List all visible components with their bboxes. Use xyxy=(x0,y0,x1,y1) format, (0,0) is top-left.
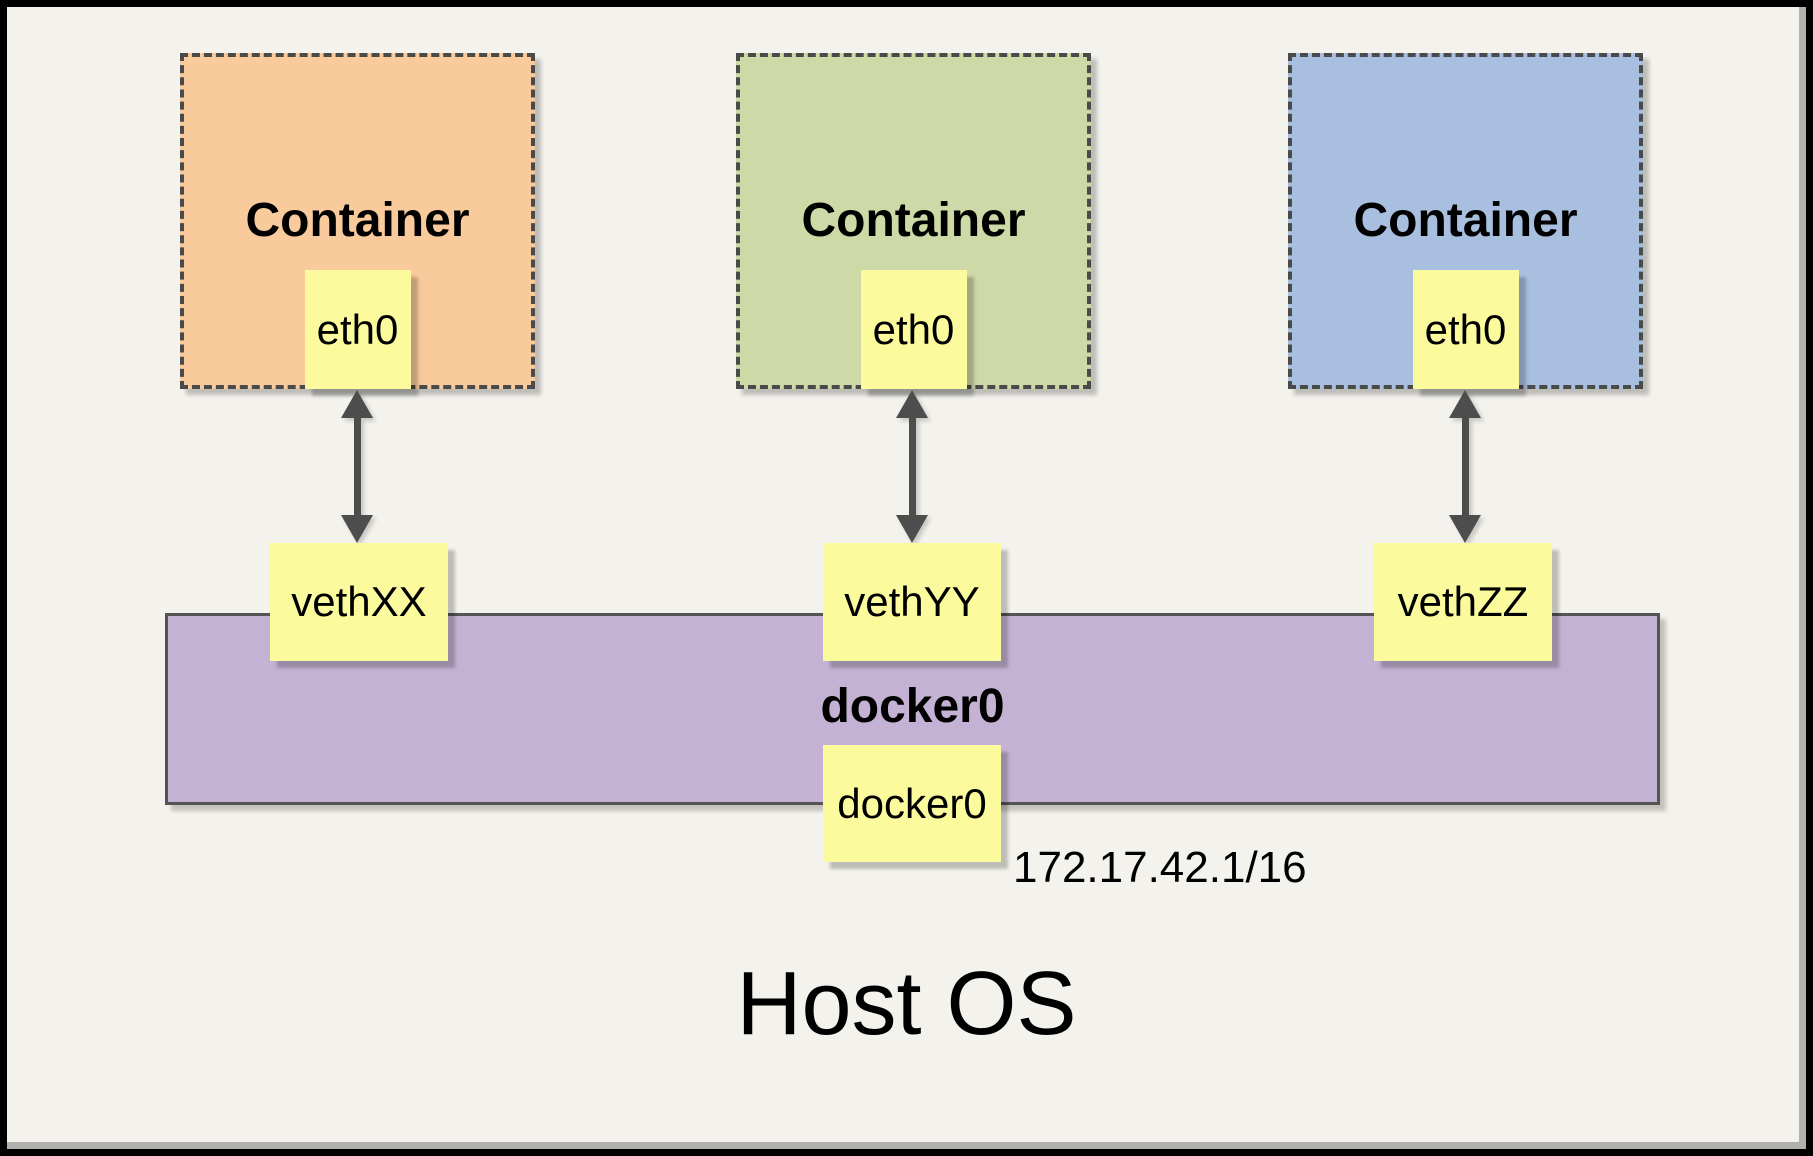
host-os-title: Host OS xyxy=(736,954,1077,1054)
arrow-up-icon xyxy=(1449,390,1481,418)
container-box-2: Container eth0 xyxy=(736,53,1091,389)
vethyy-box: vethYY xyxy=(823,543,1001,661)
eth0-label: eth0 xyxy=(872,305,955,353)
vethxx-label: vethXX xyxy=(291,578,427,625)
eth0-interface-box: eth0 xyxy=(1412,270,1519,389)
eth0-label: eth0 xyxy=(1424,305,1507,353)
container-title: Container xyxy=(1353,194,1578,247)
vethxx-box: vethXX xyxy=(270,543,448,661)
container-title: Container xyxy=(801,194,1026,247)
ip-address-label: 172.17.42.1/16 xyxy=(1013,843,1307,892)
eth0-interface-box: eth0 xyxy=(860,270,967,389)
diagram-canvas: docker0 Container eth0 vethXX Container … xyxy=(7,7,1806,1149)
bidirectional-arrow-1 xyxy=(341,390,373,543)
arrow-shaft xyxy=(1461,418,1469,515)
container-box-1: Container eth0 xyxy=(180,53,535,389)
arrow-shaft xyxy=(353,418,361,515)
docker0-bridge-title: docker0 xyxy=(820,680,1005,733)
container-title: Container xyxy=(245,194,470,247)
arrow-down-icon xyxy=(341,515,373,543)
bidirectional-arrow-3 xyxy=(1449,390,1481,543)
arrow-up-icon xyxy=(896,390,928,418)
eth0-interface-box: eth0 xyxy=(304,270,411,389)
eth0-label: eth0 xyxy=(316,305,399,353)
container-box-3: Container eth0 xyxy=(1288,53,1643,389)
arrow-up-icon xyxy=(341,390,373,418)
arrow-down-icon xyxy=(896,515,928,543)
arrow-down-icon xyxy=(1449,515,1481,543)
vethyy-label: vethYY xyxy=(844,578,980,625)
docker0-label: docker0 xyxy=(837,779,987,827)
vethzz-label: vethZZ xyxy=(1397,578,1529,625)
vethzz-box: vethZZ xyxy=(1374,543,1552,661)
docker0-interface-box: docker0 xyxy=(823,745,1001,862)
arrow-shaft xyxy=(908,418,916,515)
bidirectional-arrow-2 xyxy=(896,390,928,543)
